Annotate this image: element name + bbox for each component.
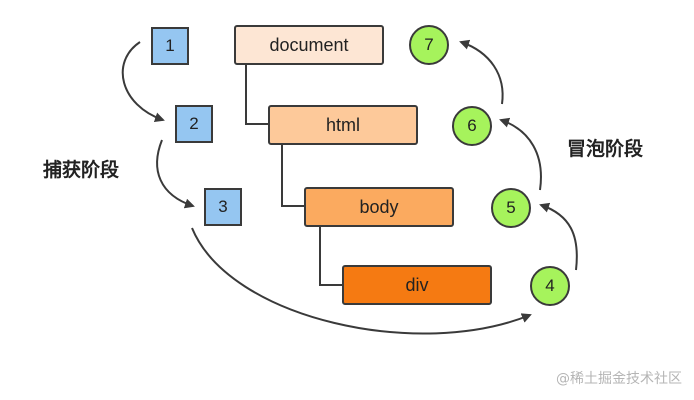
tree-line-html-body [281, 144, 305, 207]
bubble-arrow-6-7 [459, 39, 504, 105]
bubble-step-7-label: 7 [424, 35, 434, 54]
bubble-step-4: 4 [530, 266, 570, 306]
bubble-step-5: 5 [491, 188, 531, 228]
capture-step-3: 3 [204, 188, 242, 226]
node-body: body [304, 187, 454, 227]
bubble-step-6: 6 [452, 106, 492, 146]
bubble-phase-label: 冒泡阶段 [567, 138, 644, 160]
capture-step-3-label: 3 [218, 197, 228, 216]
tree-line-document-html [245, 64, 268, 125]
capture-arrow-1-2 [121, 41, 165, 123]
bubble-step-4-label: 4 [545, 276, 555, 295]
watermark: @稀土掘金技术社区 [556, 371, 682, 387]
capture-arrow-3-4 [191, 227, 532, 335]
node-html: html [268, 105, 418, 145]
node-body-label: body [359, 196, 399, 217]
bubble-step-7: 7 [409, 25, 449, 65]
capture-step-2-label: 2 [189, 114, 199, 133]
bubble-step-5-label: 5 [506, 198, 516, 217]
node-document-label: document [269, 34, 349, 55]
node-div: div [342, 265, 492, 305]
node-document: document [234, 25, 384, 65]
bubble-arrow-5-6 [499, 117, 542, 191]
capture-step-1: 1 [151, 27, 189, 65]
tree-line-body-div [319, 227, 342, 286]
capture-step-2: 2 [175, 105, 213, 143]
bubble-step-6-label: 6 [467, 116, 477, 135]
bubble-arrow-4-5 [539, 202, 578, 271]
capture-step-1-label: 1 [165, 36, 175, 55]
node-div-label: div [405, 274, 429, 295]
capture-arrow-2-3 [156, 139, 195, 209]
node-html-label: html [325, 114, 360, 135]
capture-phase-label: 捕获阶段 [43, 159, 120, 181]
